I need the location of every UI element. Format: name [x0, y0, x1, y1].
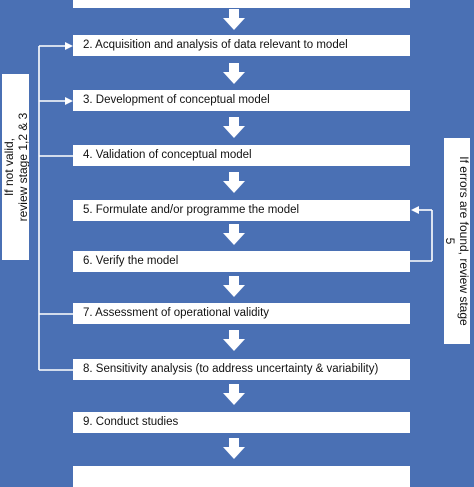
left-feedback-arrowhead-step2 [65, 42, 73, 50]
down-arrow-icon [223, 172, 245, 193]
flowchart-connectors [38, 42, 433, 371]
step-6-box: 6. Verify the model [73, 251, 410, 272]
right-feedback-box: If errors are found, review stage 5 [444, 138, 470, 344]
step-8-box: 8. Sensitivity analysis (to address unce… [73, 359, 410, 380]
right-feedback-line-2: 5 [444, 237, 457, 245]
left-feedback-text: If not valid, review stage 1,2 & 3 [2, 113, 29, 222]
down-arrow-icon [223, 224, 245, 245]
right-feedback-line-1: If errors are found, review stage [457, 156, 470, 326]
right-feedback-text: If errors are found, review stage 5 [444, 156, 470, 325]
down-arrow-icon [223, 384, 245, 405]
step-10-box [73, 466, 410, 487]
right-feedback-arrowhead-step5 [411, 206, 419, 214]
step-3-box: 3. Development of conceptual model [73, 90, 410, 111]
down-arrow-icon [223, 117, 245, 138]
down-arrow-icon [223, 330, 245, 351]
step-5-box: 5. Formulate and/or programme the model [73, 200, 410, 221]
down-arrow-icon [223, 63, 245, 84]
left-feedback-arrowhead-step3 [65, 97, 73, 105]
step-7-box: 7. Assessment of operational validity [73, 303, 410, 324]
step-2-box: 2. Acquisition and analysis of data rele… [73, 35, 410, 56]
down-arrow-icon [223, 9, 245, 30]
step-9-box: 9. Conduct studies [73, 412, 410, 433]
down-arrow-icon [223, 438, 245, 459]
step-1-box [73, 0, 410, 8]
step-4-box: 4. Validation of conceptual model [73, 145, 410, 166]
left-feedback-line-1: If not valid, [2, 137, 16, 197]
left-feedback-line-2: review stage 1,2 & 3 [15, 112, 30, 222]
left-feedback-box: If not valid, review stage 1,2 & 3 [2, 74, 29, 260]
down-arrow-icon [223, 276, 245, 297]
